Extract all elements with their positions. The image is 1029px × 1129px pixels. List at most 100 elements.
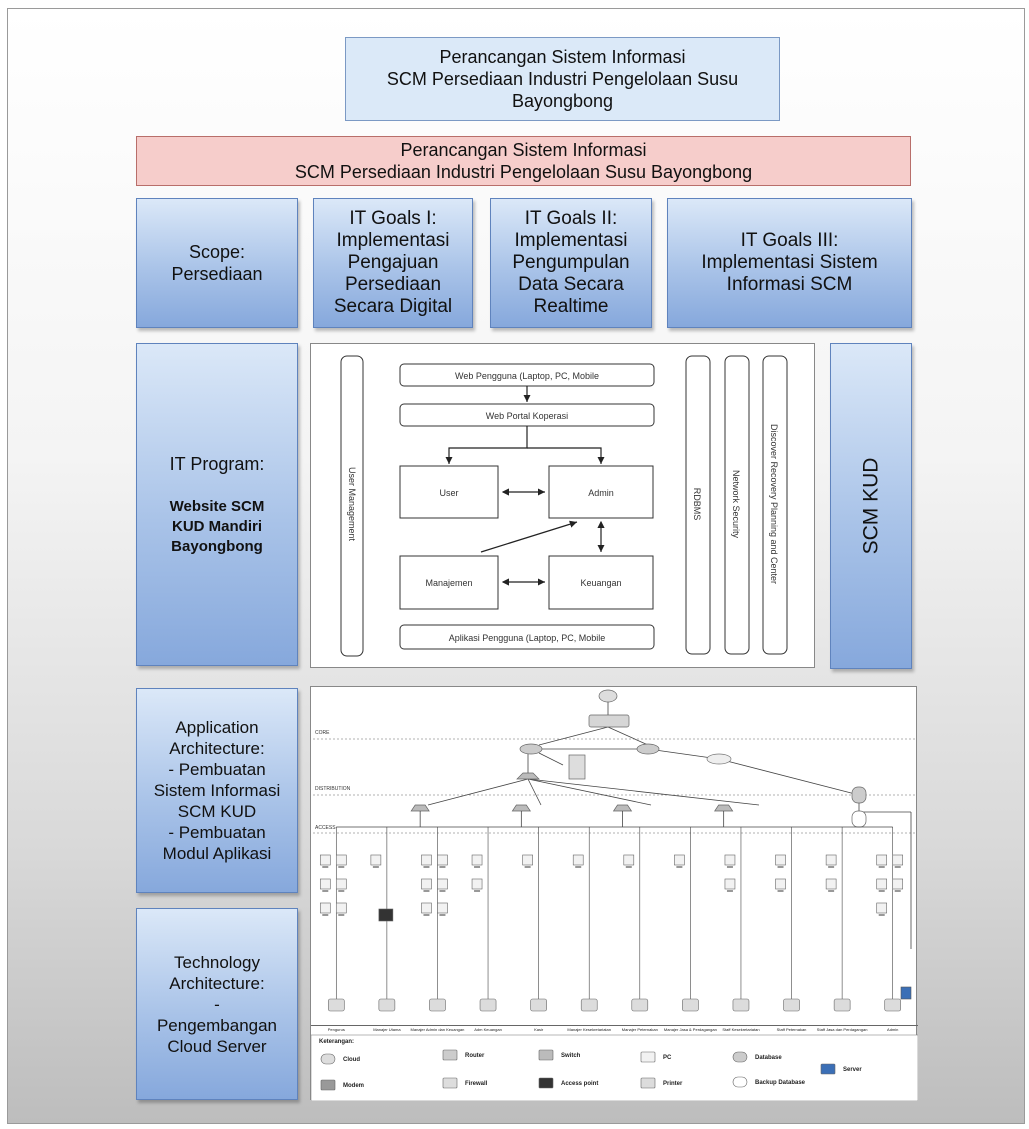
department-label: Manajer Utama	[373, 1027, 401, 1032]
layer-label-access: ACCESS	[315, 825, 336, 831]
web-portal-label: Web Portal Koperasi	[486, 411, 568, 421]
legend-item-label: Router	[465, 1053, 485, 1059]
pc-stand	[423, 866, 430, 868]
department-label: Staff Peternakan	[777, 1027, 807, 1032]
it-goal-1-box: IT Goals I: Implementasi Pengajuan Perse…	[313, 198, 473, 328]
router-icon	[442, 1049, 458, 1061]
cloud-icon	[320, 1053, 336, 1065]
pc-stand	[878, 866, 885, 868]
pc-stand	[474, 890, 481, 892]
manajemen-node	[399, 555, 499, 610]
legend-item-label: Server	[843, 1067, 862, 1073]
pc-stand	[828, 866, 835, 868]
arrow-portal-to-admin	[527, 447, 605, 464]
department-label: Staff Jasa dan Perdagangan	[817, 1027, 868, 1032]
application-architecture-box: Application Architecture: - Pembuatan Si…	[136, 688, 298, 893]
network-architecture-diagram: CORE DISTRIBUTION ACCESS	[310, 686, 919, 1102]
printer-icon	[580, 998, 598, 1012]
department-label: Admin	[887, 1027, 898, 1032]
layer-label-core: CORE	[315, 730, 330, 736]
pc-stand	[894, 890, 901, 892]
it-program-box: IT Program: Website SCM KUD Mandiri Bayo…	[136, 343, 298, 666]
rdbms-label: RDBMS	[692, 488, 702, 521]
pc-stand	[372, 866, 379, 868]
legend-item-label: PC	[663, 1055, 672, 1061]
it-goal-2-text: IT Goals II: Implementasi Pengumpulan Da…	[512, 208, 630, 317]
pc-stand	[322, 914, 329, 916]
pc-icon	[572, 854, 584, 866]
pc-icon	[370, 854, 382, 866]
it-goal-3-box: IT Goals III: Implementasi Sistem Inform…	[667, 198, 912, 328]
pc-icon	[335, 902, 347, 914]
pc-stand	[625, 866, 632, 868]
switch-icon	[538, 1049, 554, 1061]
pc-stand	[575, 866, 582, 868]
pc-icon	[640, 1051, 656, 1063]
pc-icon	[674, 854, 685, 866]
pc-icon	[319, 902, 331, 914]
pc-icon	[437, 854, 448, 866]
printer-icon	[732, 998, 750, 1012]
aplikasi-pengguna-label: Aplikasi Pengguna (Laptop, PC, Mobile	[449, 633, 606, 643]
pc-icon	[335, 878, 347, 890]
legend-item-label: Cloud	[343, 1057, 360, 1063]
top-title-box: Perancangan Sistem Informasi SCM Persedi…	[345, 37, 780, 121]
department-label: Kasir	[534, 1027, 544, 1032]
printer-icon	[479, 998, 497, 1012]
pc-stand	[878, 890, 885, 892]
network-security-bar	[724, 355, 750, 655]
network-security-label: Network Security	[731, 470, 741, 539]
printer-icon	[833, 998, 851, 1012]
department-label: Manajer Admin dan Keuangan	[411, 1027, 465, 1032]
pc-stand	[726, 866, 733, 868]
pc-stand	[338, 866, 345, 868]
legend-title: Keterangan:	[319, 1039, 354, 1045]
router-icon	[519, 743, 543, 755]
router-icon	[636, 743, 660, 755]
manajemen-label: Manajemen	[425, 578, 472, 588]
pc-stand	[676, 866, 683, 868]
pc-stand	[524, 866, 531, 868]
pc-stand	[423, 914, 430, 916]
disaster-recovery-bar	[762, 355, 788, 655]
printer-icon	[783, 998, 800, 1012]
core-devices	[516, 689, 867, 828]
pc-stand	[338, 914, 345, 916]
printer-icon	[884, 998, 902, 1012]
pc-stand	[322, 890, 329, 892]
pc-stand	[338, 890, 345, 892]
top-title-text: Perancangan Sistem Informasi SCM Persedi…	[386, 47, 739, 111]
layer-label-distribution: DISTRIBUTION	[315, 786, 351, 792]
arrow-manajemen-admin	[480, 520, 578, 553]
pc-icon	[825, 854, 837, 866]
pc-icon	[471, 854, 483, 866]
pc-stand	[322, 866, 329, 868]
keuangan-node	[548, 555, 654, 610]
red-title-text: Perancangan Sistem Informasi SCM Persedi…	[294, 140, 753, 182]
legend-item-label: Switch	[561, 1053, 581, 1059]
pc-icon	[437, 878, 448, 890]
pc-stand	[439, 866, 446, 868]
red-title-box: Perancangan Sistem Informasi SCM Persedi…	[136, 136, 911, 186]
printer-icon	[631, 998, 649, 1012]
switch-icon	[410, 804, 430, 812]
switch-icon	[511, 804, 531, 812]
technology-architecture-text: Technology Architecture: - Pengembangan …	[156, 952, 278, 1056]
legend-item-label: Modem	[343, 1083, 364, 1089]
user-management-bar	[340, 355, 364, 657]
pc-icon	[522, 854, 533, 866]
access-point-icon	[378, 908, 394, 922]
scope-text: Scope: Persediaan	[171, 242, 263, 284]
user-label: User	[439, 488, 458, 498]
pc-stand	[777, 890, 784, 892]
pc-icon	[421, 902, 432, 914]
modem-icon	[588, 714, 630, 728]
printer-icon	[327, 998, 345, 1012]
access-point-icon	[538, 1077, 554, 1089]
user-node	[399, 465, 499, 519]
printer-icon	[530, 998, 547, 1012]
legend-item-label: Backup Database	[755, 1080, 806, 1086]
pc-icon	[775, 854, 786, 866]
core-links	[427, 701, 912, 949]
